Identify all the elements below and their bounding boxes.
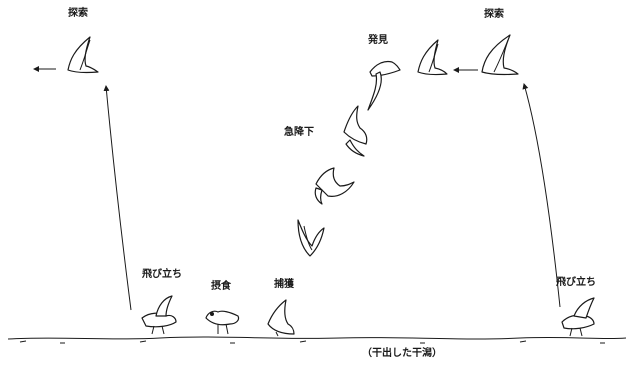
label-dive: 急降下 [284, 127, 314, 138]
label-feeding: 摂食 [211, 281, 231, 292]
bird-feeding [205, 310, 240, 335]
label-takeoff-left: 飛び立ち [142, 269, 182, 280]
bird-dive-2 [314, 167, 355, 205]
bird-search-right-1 [417, 39, 448, 76]
label-capture: 捕獲 [274, 279, 294, 290]
bird-takeoff-left [141, 295, 177, 335]
label-search-right: 探索 [484, 9, 504, 20]
bird-search-right-2 [481, 34, 519, 76]
bird-dive-3 [297, 219, 325, 257]
label-takeoff-right: 飛び立ち [556, 277, 596, 288]
label-search-left: 探索 [68, 8, 88, 19]
label-ground: （干出した干潟） [362, 348, 442, 359]
label-discover: 発見 [368, 35, 388, 46]
bird-capture [267, 299, 295, 337]
right-flight-path [522, 83, 561, 308]
left-flight-path [103, 85, 132, 311]
bird-search-left [67, 36, 99, 74]
ground-texture [19, 340, 605, 344]
bird-dive-1 [343, 105, 368, 157]
bird-takeoff-right [561, 297, 595, 337]
ground-line [7, 336, 627, 340]
bird-discover [367, 60, 401, 111]
